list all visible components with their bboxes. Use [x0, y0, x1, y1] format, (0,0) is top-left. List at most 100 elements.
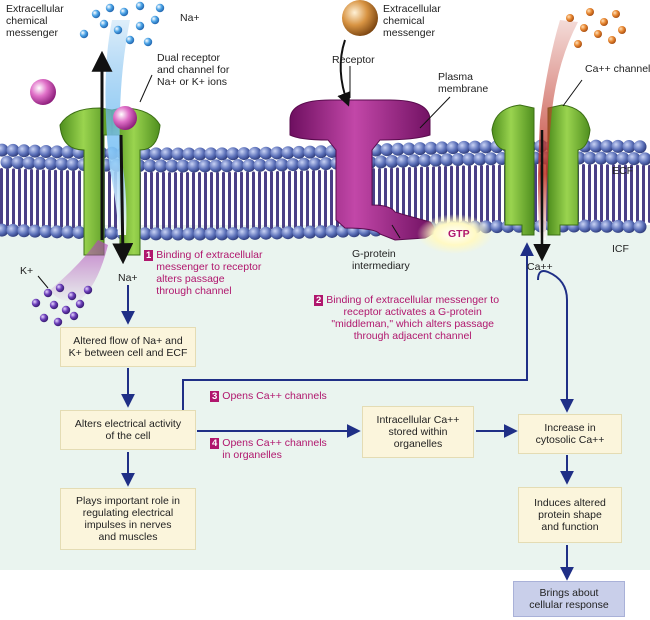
lipid-head: [303, 145, 317, 159]
lipid-head: [138, 147, 152, 161]
lipid-head: [435, 141, 449, 155]
lipid-tail: [222, 171, 225, 230]
lipid-tail: [630, 164, 633, 223]
lipid-head: [611, 219, 625, 233]
lipid-head: [193, 227, 207, 241]
lipid-tail: [396, 167, 399, 226]
lipid-head: [589, 219, 603, 233]
lipid-head: [583, 151, 597, 165]
lipid-tail: [162, 171, 165, 230]
lipid-tail: [252, 171, 255, 230]
lipid-head: [171, 227, 185, 241]
lipid-tail: [276, 170, 279, 229]
lipid-tail: [432, 166, 435, 225]
lipid-head: [253, 158, 267, 172]
lipid-tail: [228, 171, 231, 230]
lipid-tail: [270, 171, 273, 230]
lipid-head: [248, 226, 262, 240]
lipid-tail: [66, 170, 69, 229]
ca-ion: [566, 14, 574, 22]
lipid-tail: [438, 166, 441, 225]
lipid-tail: [72, 170, 75, 229]
lipid-tail: [318, 169, 321, 228]
lipid-tail: [618, 164, 621, 223]
lipid-head: [292, 145, 306, 159]
lipid-tail: [48, 169, 51, 228]
lipid-tail: [30, 168, 33, 227]
label-extracellular-messenger-left: Extracellular chemical messenger: [6, 3, 64, 39]
lipid-head: [165, 159, 179, 173]
lipid-head: [627, 152, 641, 166]
lipid-tail: [468, 165, 471, 224]
lipid-head: [633, 220, 647, 234]
lipid-head: [281, 226, 295, 240]
lipid-tail: [108, 171, 111, 230]
lipid-head: [6, 223, 20, 237]
ca-ion: [580, 24, 588, 32]
lipid-head: [187, 159, 201, 173]
lipid-tail: [330, 169, 333, 228]
lipid-tail: [294, 170, 297, 229]
lipid-head: [138, 227, 152, 241]
arrow-ca-to-increase: [537, 270, 574, 413]
lipid-head: [198, 159, 212, 173]
bound-messenger-sphere: [113, 106, 137, 130]
na-ion: [113, 25, 123, 35]
lipid-tail: [192, 171, 195, 230]
lipid-head: [182, 227, 196, 241]
messenger-sphere-top: [342, 0, 378, 36]
box-intracellular-ca: Intracellular Ca++ stored within organel…: [362, 406, 474, 458]
lipid-tail: [282, 170, 285, 229]
lipid-head: [11, 156, 25, 170]
label-gtp: GTP: [448, 228, 470, 240]
lipid-head: [204, 227, 218, 241]
ca-ion: [586, 8, 594, 16]
lipid-tail: [180, 171, 183, 230]
lipid-head: [0, 223, 9, 237]
lipid-head: [39, 224, 53, 238]
lipid-tail: [612, 164, 615, 223]
leader-lines: [37, 66, 583, 289]
na-ion: [79, 29, 89, 39]
lipid-tail: [606, 164, 609, 223]
g-protein-receptor: [289, 99, 435, 241]
lipid-tail: [264, 171, 267, 230]
na-ion: [135, 21, 145, 31]
lipid-head: [418, 153, 432, 167]
lipid-head: [292, 225, 306, 239]
lipid-head: [72, 225, 86, 239]
step-1-number: 1: [144, 250, 154, 261]
lipid-head: [325, 224, 339, 238]
na-ion: [135, 1, 145, 11]
lipid-tail: [6, 168, 9, 227]
ca-ion: [608, 36, 616, 44]
lipid-head: [50, 145, 64, 159]
lipid-head: [0, 155, 14, 169]
lipid-tail: [300, 170, 303, 229]
lipid-head: [594, 151, 608, 165]
k-ion: [49, 300, 59, 310]
arrow-opens-ca-channels: [182, 242, 534, 410]
lipid-tail: [492, 164, 495, 223]
lipid-head: [374, 155, 388, 169]
lipid-tail: [306, 170, 309, 229]
lipid-head: [479, 140, 493, 154]
label-dual-receptor: Dual receptor and channel for Na+ or K+ …: [157, 52, 230, 88]
lipid-head: [600, 219, 614, 233]
lipid-tail: [78, 170, 81, 229]
messenger-binding-arrow: [337, 39, 351, 107]
lipid-head: [308, 157, 322, 171]
lipid-tail: [462, 165, 465, 224]
lipid-tail: [0, 168, 3, 226]
ca-ion: [618, 26, 626, 34]
lipid-head: [622, 140, 636, 154]
lipid-tail: [210, 171, 213, 230]
na-ion: [105, 3, 115, 13]
lipid-head: [468, 140, 482, 154]
lipid-tail: [486, 164, 489, 223]
